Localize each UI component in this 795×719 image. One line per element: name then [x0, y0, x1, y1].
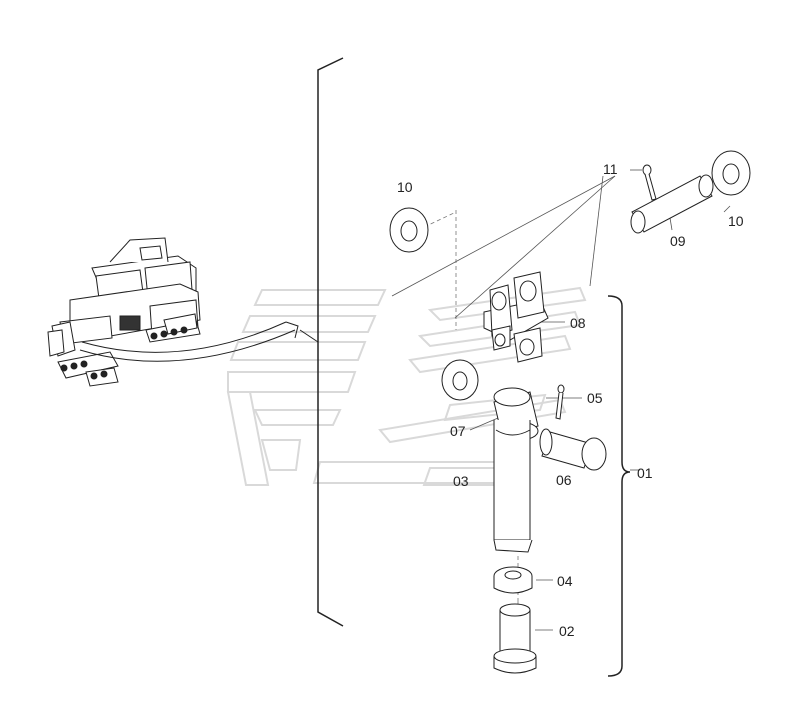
cotter-pin-11 [642, 164, 657, 201]
washer-10-left [389, 207, 429, 253]
detail-leader-arrow [79, 321, 319, 362]
clevis-bracket-08 [483, 271, 549, 363]
callout-07: 07 [450, 423, 466, 439]
callout-03: 03 [453, 473, 469, 489]
callout-10-left: 10 [397, 179, 413, 195]
callout-02: 02 [559, 623, 575, 639]
split-pin-05 [555, 384, 565, 420]
milling-machine-thumbnail-icon [47, 237, 201, 387]
nut-04 [493, 566, 533, 594]
leader-lines [391, 169, 731, 631]
washer-07-upper [441, 359, 479, 401]
assembly-bracket-left [317, 57, 344, 627]
callout-06: 06 [556, 472, 572, 488]
group-bracket-01 [607, 295, 631, 677]
callout-09: 09 [670, 233, 686, 249]
washer-10-right [711, 150, 751, 196]
bolt-02 [493, 603, 537, 674]
sleeve-tube-03 [493, 420, 533, 553]
callout-11: 11 [603, 161, 618, 177]
callout-08: 08 [570, 315, 586, 331]
callout-01: 01 [637, 465, 653, 481]
callout-05: 05 [587, 390, 603, 406]
callout-04: 04 [557, 573, 573, 589]
pin-shaft-09 [630, 174, 714, 234]
callout-10-right: 10 [728, 213, 744, 229]
headed-pin-06 [539, 428, 607, 471]
